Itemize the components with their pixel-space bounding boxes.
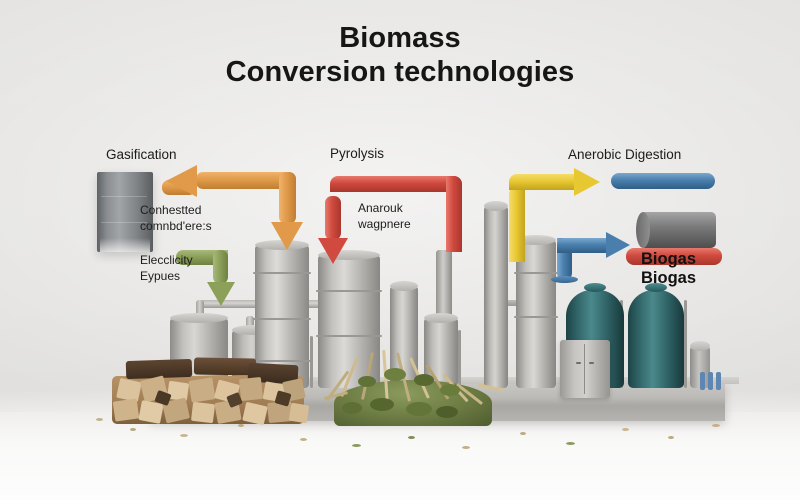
biogas-output-arrow-foot — [551, 276, 578, 283]
green-waste-feedstock — [318, 349, 508, 428]
sublabel-electricity: Elecclicity Eypues — [140, 252, 193, 284]
railing-2 — [684, 300, 687, 388]
blue-valve-1 — [700, 372, 705, 390]
center-column-band-2 — [514, 316, 558, 318]
biogas-output-arrow-horizontal — [557, 238, 609, 253]
woodpile-feedstock — [108, 357, 310, 426]
floor-debris — [712, 424, 720, 427]
floor-debris — [180, 434, 188, 437]
sublabel-electricity-line2: Eypues — [140, 269, 181, 284]
floor-debris — [462, 446, 470, 449]
column-b-band-1 — [316, 290, 382, 292]
gasifier-panel-base-glow — [100, 238, 150, 252]
gasifier-panel-shelf-1 — [101, 196, 147, 197]
digester-tank-1-cap — [584, 283, 606, 292]
page-title: Biomass Conversion technologies — [0, 22, 800, 89]
floor-debris — [96, 418, 103, 421]
column-a-band-2 — [253, 318, 311, 320]
sublabel-biogas-line2: Biogas — [641, 269, 697, 288]
cabinet-handle-left — [576, 362, 581, 364]
floor-debris — [300, 438, 307, 441]
floor-debris — [352, 444, 361, 447]
electricity-output-arrow-head — [207, 282, 235, 306]
pyrolysis-pipe-horizontal — [330, 176, 462, 192]
biogas-blue-bar — [611, 173, 715, 189]
control-cabinet — [560, 340, 610, 398]
gasification-feed-arrow-head-left — [166, 165, 197, 197]
cabinet-handle-right — [589, 362, 594, 364]
digestion-feed-arrow-head — [574, 168, 600, 196]
gasification-feed-arrow-head-down — [271, 222, 303, 250]
floor-debris — [566, 442, 575, 445]
caption-gasification: Gasification — [106, 147, 177, 162]
pyrolysis-pipe-elbow — [446, 176, 462, 252]
sublabel-biogas-line1: Biogas — [641, 250, 697, 268]
sublabel-pyrolysis-line2: wagpnere — [358, 217, 411, 232]
floor-debris — [130, 428, 136, 431]
cabinet-door-split — [584, 344, 585, 394]
sublabel-pyrolysis-product: Anarouk wagpnere — [358, 200, 411, 232]
sublabel-biogas: Biogas Biogas — [641, 250, 696, 289]
floor-debris — [520, 432, 526, 435]
title-line-1: Biomass — [339, 22, 461, 54]
pyrolysis-input-arrow-head — [318, 238, 348, 264]
sublabel-combustion-line2: comnbd'ere:s — [140, 219, 212, 234]
biogas-tank-cylinder — [640, 212, 716, 248]
biogas-tank-cylinder-end — [636, 212, 650, 248]
gasification-feed-arrow-elbow — [279, 172, 296, 224]
center-column-band-1 — [514, 272, 558, 274]
floor-debris — [408, 436, 415, 439]
floor-debris — [622, 428, 629, 431]
sublabel-combustion-line1: Conhestted — [140, 203, 202, 217]
pyrolysis-input-arrow-shaft — [325, 196, 341, 240]
caption-pyrolysis: Pyrolysis — [330, 146, 385, 161]
digestion-feed-arrow-horizontal — [509, 174, 577, 190]
railing-3 — [310, 336, 313, 388]
column-a-band-1 — [253, 272, 311, 274]
sublabel-pyrolysis-line1: Anarouk — [358, 201, 403, 215]
column-b-band-2 — [316, 335, 382, 337]
floor-debris — [668, 436, 674, 439]
digester-tank-2 — [628, 290, 684, 388]
electricity-output-arrow-elbow — [213, 250, 228, 284]
blue-valve-3 — [716, 372, 721, 390]
title-line-2: Conversion technologies — [225, 55, 575, 88]
digestion-feed-arrow-riser — [509, 186, 525, 262]
sublabel-combustion: Conhestted comnbd'ere:s — [140, 202, 212, 234]
blue-valve-2 — [708, 372, 713, 390]
sublabel-electricity-line1: Elecclicity — [140, 253, 193, 267]
caption-anaerobic-digestion: Anerobic Digestion — [568, 147, 682, 162]
center-column — [516, 235, 556, 388]
